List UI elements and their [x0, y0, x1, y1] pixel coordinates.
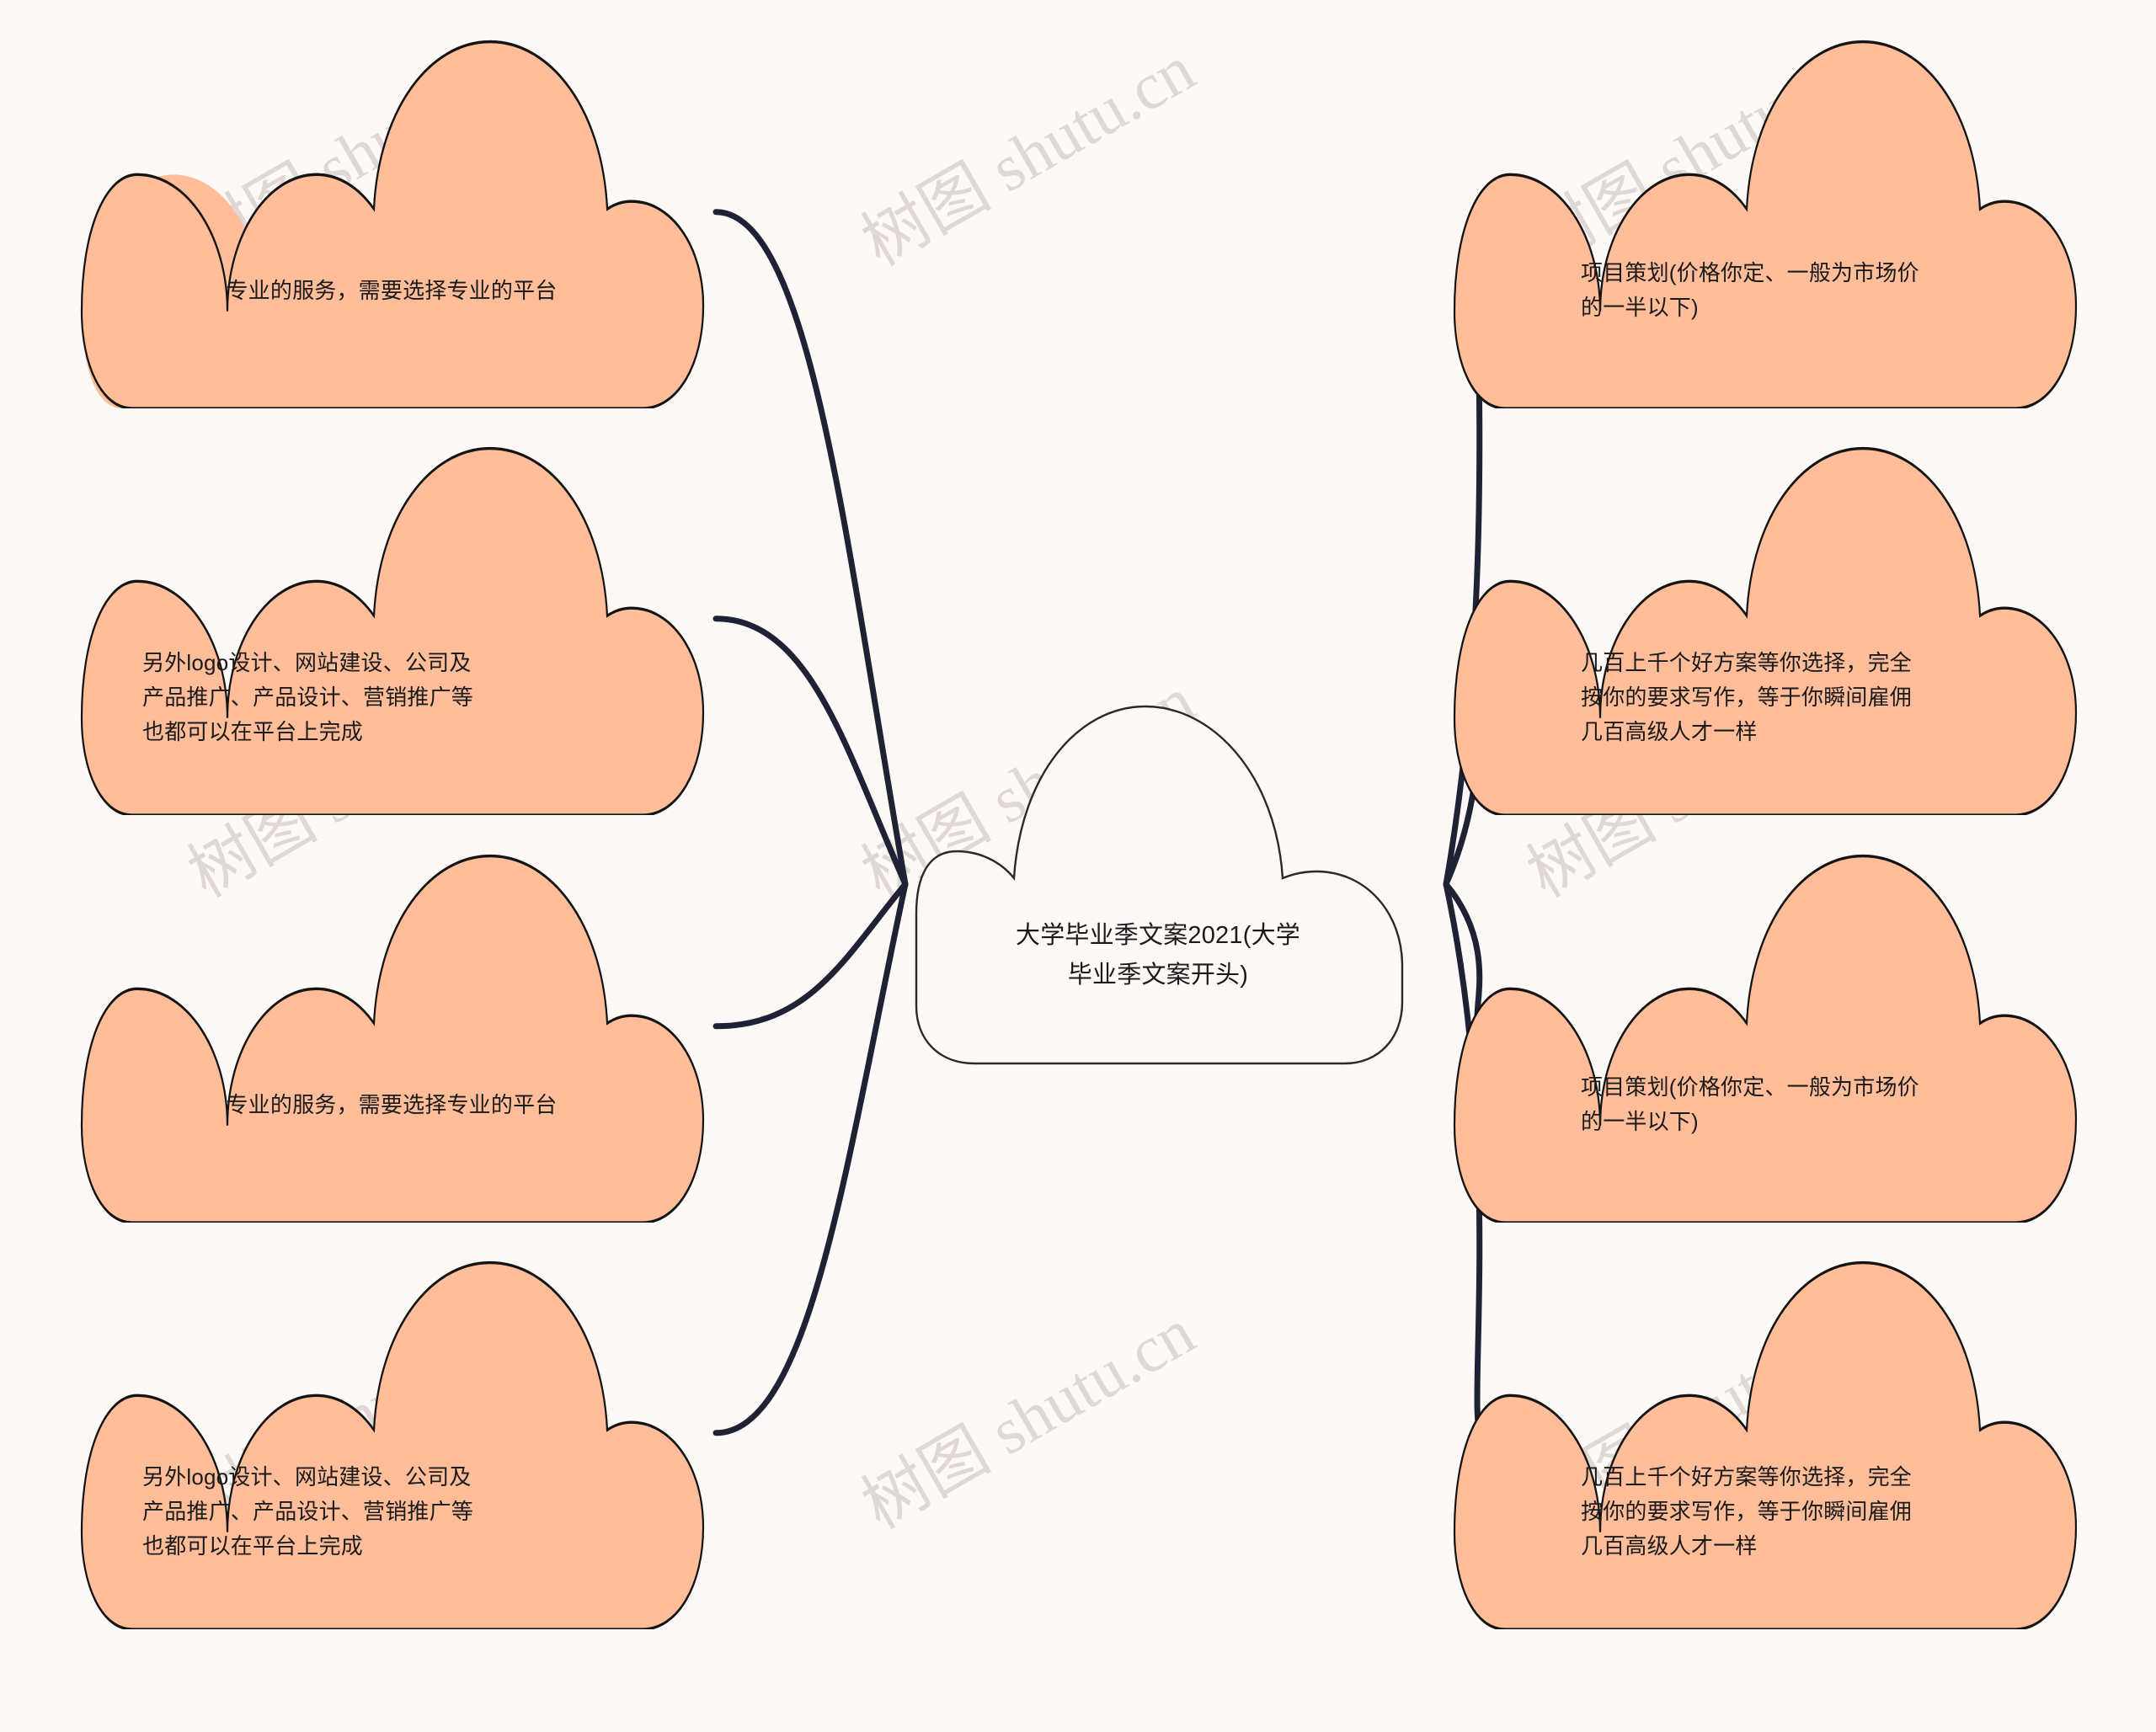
branch-node-left-4[interactable]: 另外logo设计、网站建设、公司及 产品推广、产品设计、营销推广等 也都可以在平… — [80, 1259, 745, 1629]
connector-left-4 — [712, 881, 909, 1436]
cloud-shape — [80, 40, 705, 408]
connector-left-1 — [712, 209, 909, 887]
cloud-shape — [80, 1260, 705, 1629]
branch-label-left-4: 另外logo设计、网站建设、公司及 产品推广、产品设计、营销推广等 也都可以在平… — [142, 1463, 474, 1559]
branch-label-right-1: 项目策划(价格你定、一般为市场价 的一半以下) — [1581, 260, 1919, 321]
branch-label-right-2: 几百上千个好方案等你选择，完全 按你的要求写作，等于你瞬间雇佣 几百高级人才一样 — [1581, 649, 1913, 744]
branch-label-left-3: 专业的服务，需要选择专业的平台 — [226, 1091, 558, 1117]
connector-left-2 — [712, 616, 909, 887]
cloud-shape — [1453, 1260, 2078, 1629]
branch-node-right-4[interactable]: 几百上千个好方案等你选择，完全 按你的要求写作，等于你瞬间雇佣 几百高级人才一样 — [1453, 1259, 2118, 1629]
root-label: 大学毕业季文案2021(大学 毕业季文案开头) — [1016, 922, 1300, 989]
branch-node-right-3[interactable]: 项目策划(价格你定、一般为市场价 的一半以下) — [1453, 852, 2118, 1223]
connector-left-3 — [712, 881, 909, 1030]
branch-label-left-1: 专业的服务，需要选择专业的平台 — [226, 277, 558, 303]
root-node[interactable]: 大学毕业季文案2021(大学 毕业季文案开头) — [914, 703, 1436, 1065]
branch-label-left-2: 另外logo设计、网站建设、公司及 产品推广、产品设计、营销推广等 也都可以在平… — [142, 649, 474, 744]
branch-node-left-3[interactable]: 专业的服务，需要选择专业的平台 — [80, 852, 745, 1223]
cloud-shape — [80, 446, 705, 815]
cloud-shape — [1453, 854, 2078, 1223]
branch-node-right-2[interactable]: 几百上千个好方案等你选择，完全 按你的要求写作，等于你瞬间雇佣 几百高级人才一样 — [1453, 445, 2118, 815]
cloud-shape — [1453, 446, 2078, 815]
cloud-shape — [80, 854, 705, 1223]
branch-label-right-4: 几百上千个好方案等你选择，完全 按你的要求写作，等于你瞬间雇佣 几百高级人才一样 — [1581, 1463, 1913, 1559]
branch-node-left-1[interactable]: 专业的服务，需要选择专业的平台 — [80, 38, 745, 408]
cloud-shape — [1453, 40, 2078, 408]
branch-node-left-2[interactable]: 另外logo设计、网站建设、公司及 产品推广、产品设计、营销推广等 也都可以在平… — [80, 445, 745, 815]
branch-label-right-3: 项目策划(价格你定、一般为市场价 的一半以下) — [1581, 1074, 1919, 1135]
branch-node-right-1[interactable]: 项目策划(价格你定、一般为市场价 的一半以下) — [1453, 38, 2118, 408]
cloud-shape-root — [915, 705, 1404, 1065]
